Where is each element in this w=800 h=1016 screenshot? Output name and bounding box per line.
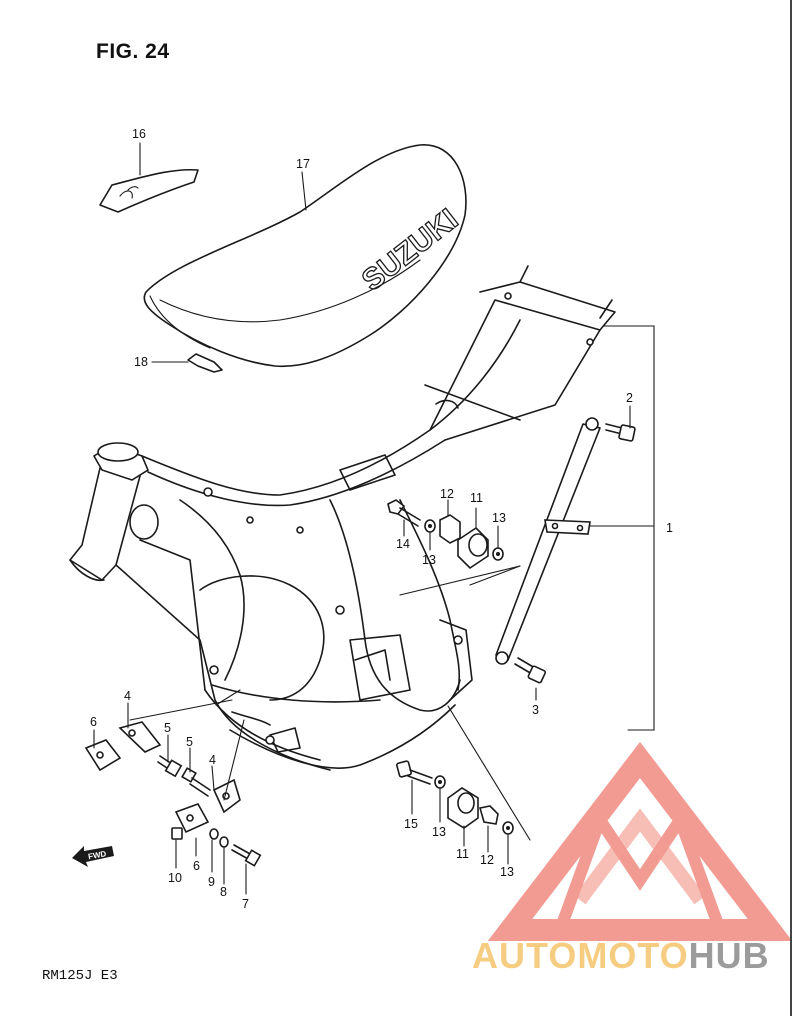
callout-13b: 13 [422,553,436,567]
callout-13a: 13 [492,511,506,525]
callout-4b: 4 [209,753,216,767]
callout-15: 15 [404,817,418,831]
bolt-3-part [514,657,547,684]
callout-14: 14 [396,537,410,551]
callout-3: 3 [532,703,539,717]
svg-text:FWD: FWD [87,849,107,861]
watermark-logo: AUTOMOTOHUB [472,741,793,976]
callout-11b: 11 [456,847,469,861]
fwd-arrow-icon: FWD [72,846,114,867]
upper-mount-hardware [387,499,521,596]
left-bracket-parts [84,689,262,867]
leader-lines [93,142,631,895]
bolt-2-part [605,423,636,442]
seat-part: SUZUKI [143,144,467,368]
seat-cover-part [99,168,199,213]
callout-2: 2 [626,391,633,405]
callout-6b: 6 [193,859,200,873]
callout-13c: 13 [432,825,446,839]
callout-4a: 4 [124,689,131,703]
callout-9: 9 [208,875,215,889]
callout-8: 8 [220,885,227,899]
seat-clip-part [187,353,223,373]
callout-12a: 12 [440,487,454,501]
scan-edge [790,0,792,1016]
callout-1: 1 [666,521,673,535]
callout-7: 7 [242,897,249,911]
callout-17: 17 [296,157,310,171]
watermark-text-main: AUTOMOTO [472,935,689,976]
callout-bracket-1 [589,325,655,731]
callout-12b: 12 [480,853,494,867]
seat-brand-text: SUZUKI [356,203,464,298]
callout-13d: 13 [500,865,514,879]
model-code: RM125J E3 [42,968,118,984]
rear-stay-part [495,417,601,665]
callout-5a: 5 [164,721,171,735]
callout-labels: 1 2 3 4 4 5 5 6 6 7 8 9 10 11 11 12 12 1… [90,127,673,911]
svg-text:AUTOMOTOHUB: AUTOMOTOHUB [472,935,770,976]
callout-16: 16 [132,127,146,141]
callout-10: 10 [168,871,182,885]
callout-5b: 5 [186,735,193,749]
watermark-text-hub: HUB [689,935,770,976]
figure-title: FIG. 24 [96,40,170,63]
callout-18: 18 [134,355,148,369]
main-frame-part [69,265,616,771]
callout-6a: 6 [90,715,97,729]
callout-11a: 11 [470,491,483,505]
